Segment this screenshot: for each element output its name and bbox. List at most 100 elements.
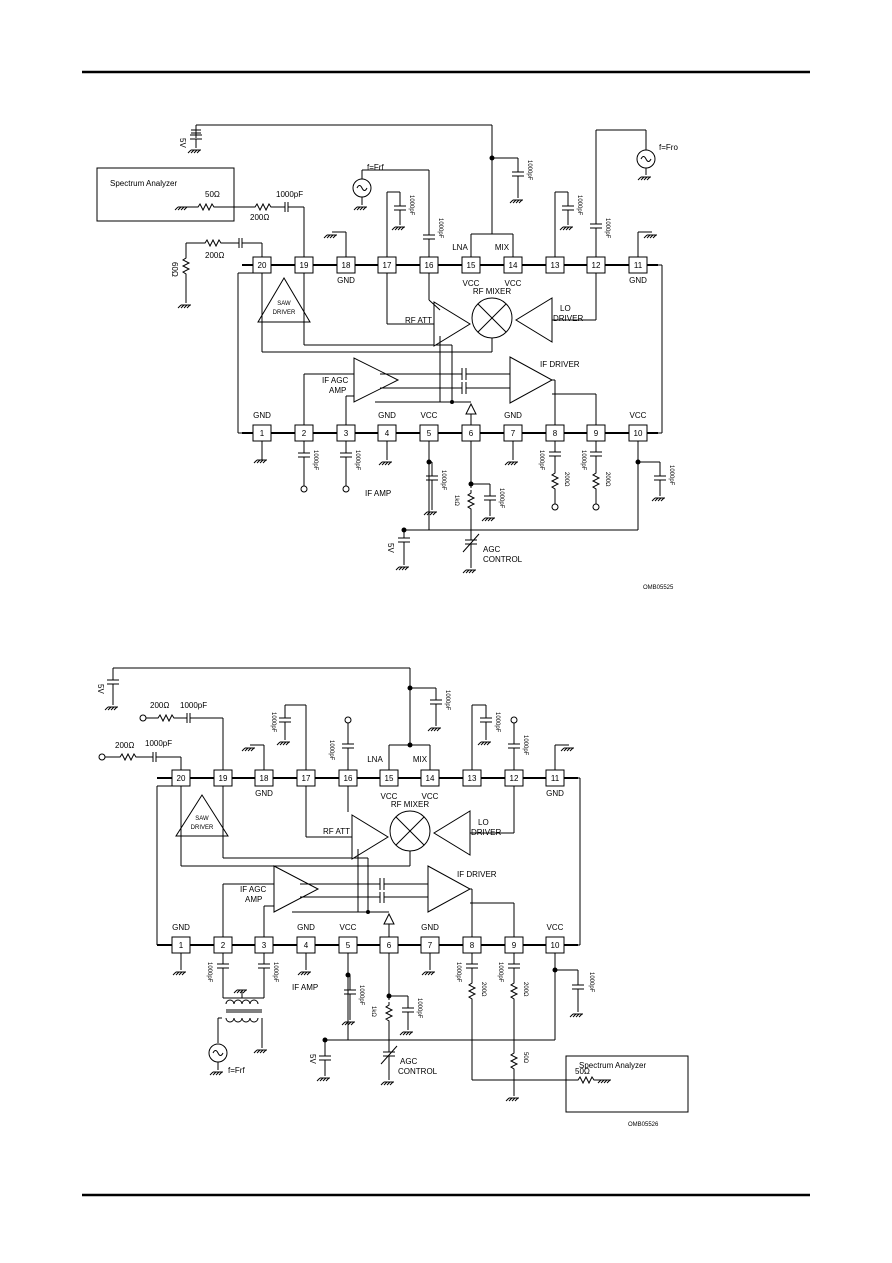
svg-text:f=Frf: f=Frf xyxy=(367,163,384,172)
rf-mixer-1: RF MIXER RF ATT LO DRIVER xyxy=(386,273,597,352)
svg-text:1000pF: 1000pF xyxy=(580,450,586,471)
svg-text:1000pF: 1000pF xyxy=(145,739,172,748)
svg-text:DRIVER: DRIVER xyxy=(191,825,214,831)
figure-code: OMB05526 xyxy=(628,1122,659,1128)
svg-text:200Ω: 200Ω xyxy=(604,472,610,487)
pin-label: 4 xyxy=(304,941,309,950)
pin20-input: 200Ω 60Ω xyxy=(170,237,263,309)
lna-label: LNA xyxy=(452,243,468,252)
svg-text:200Ω: 200Ω xyxy=(205,251,224,260)
svg-text:1000pF: 1000pF xyxy=(272,962,278,983)
svg-text:LNA: LNA xyxy=(367,755,383,764)
pin-label: 17 xyxy=(302,774,311,783)
svg-text:1000pF: 1000pF xyxy=(497,962,503,983)
svg-text:VCC: VCC xyxy=(422,792,439,801)
svg-text:RF MIXER: RF MIXER xyxy=(391,800,429,809)
gnd-label: GND xyxy=(253,411,271,420)
pin-label: 19 xyxy=(300,261,309,270)
svg-text:1000pF: 1000pF xyxy=(328,740,334,761)
svg-text:CONTROL: CONTROL xyxy=(398,1067,438,1076)
svg-text:DRIVER: DRIVER xyxy=(553,314,583,323)
svg-text:1000pF: 1000pF xyxy=(180,701,207,710)
pin-label: 15 xyxy=(385,774,394,783)
pin-label: 8 xyxy=(470,941,475,950)
spectrum-analyzer-label: Spectrum Analyzer xyxy=(110,179,177,188)
svg-text:RF ATT: RF ATT xyxy=(405,316,432,325)
gnd-label: GND xyxy=(629,276,647,285)
svg-text:1000pF: 1000pF xyxy=(270,712,276,733)
pin-label: 12 xyxy=(592,261,601,270)
svg-text:1000pF: 1000pF xyxy=(498,488,504,509)
pin-label: 10 xyxy=(634,429,643,438)
pin-label: 13 xyxy=(468,774,477,783)
svg-text:1000pF: 1000pF xyxy=(576,195,582,216)
svg-text:MIX: MIX xyxy=(413,755,428,764)
spectrum-analyzer-box: Spectrum Analyzer 50Ω xyxy=(565,1055,689,1113)
pin-label: 12 xyxy=(510,774,519,783)
lo-source-1: f=Fro 1000pF xyxy=(590,129,678,257)
svg-text:50Ω: 50Ω xyxy=(575,1067,590,1076)
svg-text:IF AGC: IF AGC xyxy=(322,376,348,385)
pin-label: 5 xyxy=(427,429,432,438)
pin-label: 2 xyxy=(302,429,307,438)
supply-5v-label: 5V xyxy=(178,138,187,148)
pin-label: 9 xyxy=(594,429,599,438)
rf-source-1: f=Frf 1000pF xyxy=(352,163,443,257)
pin-label: 1 xyxy=(260,429,265,438)
svg-text:1kΩ: 1kΩ xyxy=(370,1006,376,1017)
saw-driver-1: SAW DRIVER xyxy=(257,273,492,353)
svg-text:5V: 5V xyxy=(308,1054,317,1064)
svg-text:LO: LO xyxy=(560,304,571,313)
pin-label: 4 xyxy=(385,429,390,438)
svg-text:VCC: VCC xyxy=(340,923,357,932)
pin-label: 1 xyxy=(179,941,184,950)
svg-text:1000pF: 1000pF xyxy=(538,450,544,471)
vcc-label: VCC xyxy=(630,411,647,420)
pin-label: 8 xyxy=(553,429,558,438)
svg-text:IF DRIVER: IF DRIVER xyxy=(457,870,497,879)
pin-label: 3 xyxy=(262,941,267,950)
svg-text:DRIVER: DRIVER xyxy=(273,310,296,316)
svg-text:1000pF: 1000pF xyxy=(437,218,443,239)
svg-text:1000pF: 1000pF xyxy=(444,690,450,711)
pin-label: 13 xyxy=(551,261,560,270)
pin-label: 18 xyxy=(260,774,269,783)
svg-text:AGC: AGC xyxy=(483,545,501,554)
vcc-label: VCC xyxy=(463,279,480,288)
svg-text:200Ω: 200Ω xyxy=(522,982,528,997)
svg-text:AGC: AGC xyxy=(400,1057,418,1066)
pin-label: 2 xyxy=(221,941,226,950)
svg-text:f=Fro: f=Fro xyxy=(659,143,678,152)
svg-text:1000pF: 1000pF xyxy=(522,735,528,756)
svg-text:200Ω: 200Ω xyxy=(115,741,134,750)
pin-label: 14 xyxy=(509,261,518,270)
svg-text:1000pF: 1000pF xyxy=(408,195,414,216)
svg-text:IF AMP: IF AMP xyxy=(365,489,391,498)
svg-text:1000pF: 1000pF xyxy=(494,712,500,733)
svg-text:RF MIXER: RF MIXER xyxy=(473,287,511,296)
svg-text:CONTROL: CONTROL xyxy=(483,555,523,564)
pin-label: 10 xyxy=(551,941,560,950)
pin-label: 9 xyxy=(512,941,517,950)
pin-label: 18 xyxy=(342,261,351,270)
pin-label: 5 xyxy=(346,941,351,950)
svg-text:1kΩ: 1kΩ xyxy=(453,495,459,506)
svg-text:1000pF: 1000pF xyxy=(455,962,461,983)
svg-text:1000pF: 1000pF xyxy=(358,985,364,1006)
svg-text:GND: GND xyxy=(172,923,190,932)
if-agc-amp-1: IF AGC AMP xyxy=(303,357,510,425)
pin-label: 11 xyxy=(551,774,560,783)
vcc-label: VCC xyxy=(421,411,438,420)
svg-text:SAW: SAW xyxy=(277,301,291,307)
svg-text:IF DRIVER: IF DRIVER xyxy=(540,360,580,369)
spectrum-analyzer-box: Spectrum Analyzer 50Ω 200Ω 1000pF xyxy=(96,167,305,257)
pin-label: 20 xyxy=(177,774,186,783)
pin-label: 6 xyxy=(387,941,392,950)
top-pins: 20 19 18 17 16 15 14 13 12 11 xyxy=(171,769,565,787)
svg-text:GND: GND xyxy=(546,789,564,798)
if-driver-1: IF DRIVER xyxy=(509,356,597,425)
svg-text:GND: GND xyxy=(297,923,315,932)
svg-text:VCC: VCC xyxy=(381,792,398,801)
svg-text:1000pF: 1000pF xyxy=(526,160,532,181)
figure-code: OMB05525 xyxy=(643,585,674,591)
